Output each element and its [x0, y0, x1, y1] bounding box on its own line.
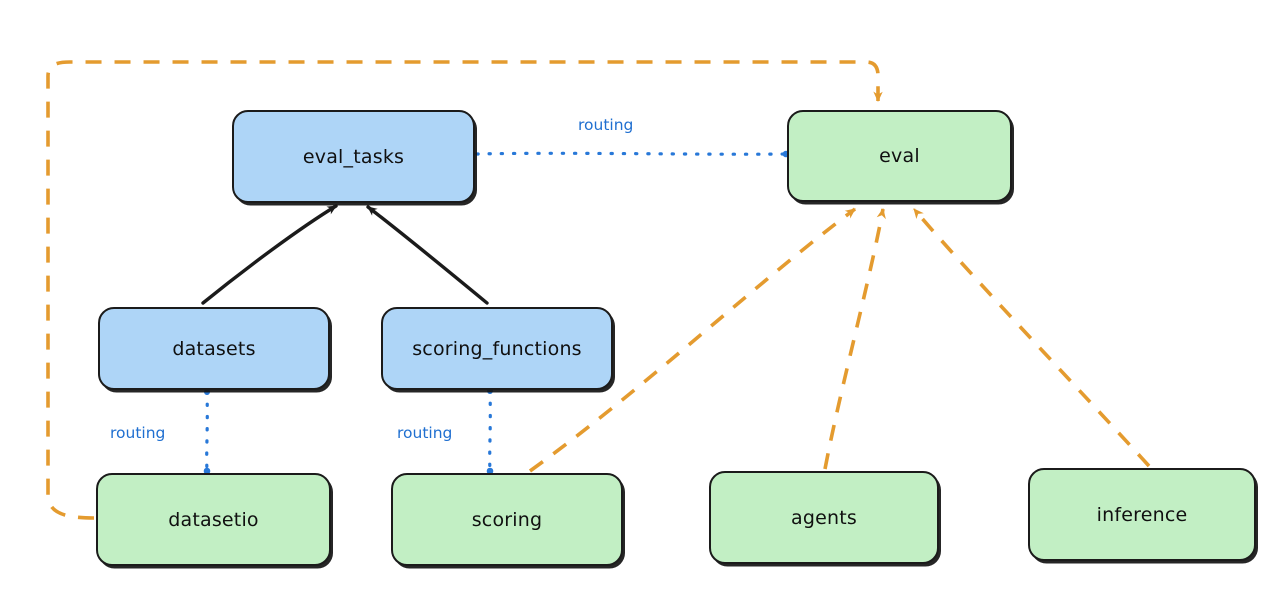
dependency-edge-inference-to-eval — [912, 207, 1151, 468]
node-datasetio[interactable]: datasetio — [96, 473, 331, 566]
composition-edge-scoring-functions-to-eval-tasks — [366, 205, 489, 305]
node-datasets[interactable]: datasets — [98, 307, 330, 390]
routing-edge-scoring-functions-to-scoring — [486, 388, 494, 475]
node-scoring[interactable]: scoring — [391, 473, 623, 566]
node-datasets-label: datasets — [172, 337, 256, 360]
node-eval-label: eval — [879, 145, 920, 167]
edge-label-routing-eval-tasks-eval: routing — [578, 116, 634, 134]
node-datasetio-label: datasetio — [168, 508, 259, 531]
dependency-edge-scoring-to-eval — [528, 207, 857, 473]
node-agents-label: agents — [791, 506, 857, 529]
routing-edge-eval-tasks-to-eval — [475, 150, 790, 158]
edge-label-routing-datasets-datasetio: routing — [110, 424, 166, 442]
edge-label-routing-scoring-functions-scoring: routing — [397, 424, 453, 442]
node-agents[interactable]: agents — [709, 471, 939, 564]
node-scoring-functions-label: scoring_functions — [412, 337, 582, 360]
routing-edge-datasets-to-datasetio — [203, 389, 211, 475]
dependency-edge-datasetio-to-eval — [46, 60, 883, 520]
node-eval-tasks[interactable]: eval_tasks — [232, 110, 475, 203]
node-eval-tasks-label: eval_tasks — [302, 145, 405, 168]
composition-edge-datasets-to-eval-tasks — [201, 204, 338, 305]
node-eval[interactable]: eval — [787, 110, 1012, 202]
dependency-edge-agents-to-eval — [823, 208, 886, 470]
node-inference[interactable]: inference — [1028, 468, 1256, 561]
node-scoring-functions[interactable]: scoring_functions — [381, 307, 613, 390]
node-inference-label: inference — [1096, 503, 1188, 526]
node-scoring-label: scoring — [471, 508, 543, 531]
